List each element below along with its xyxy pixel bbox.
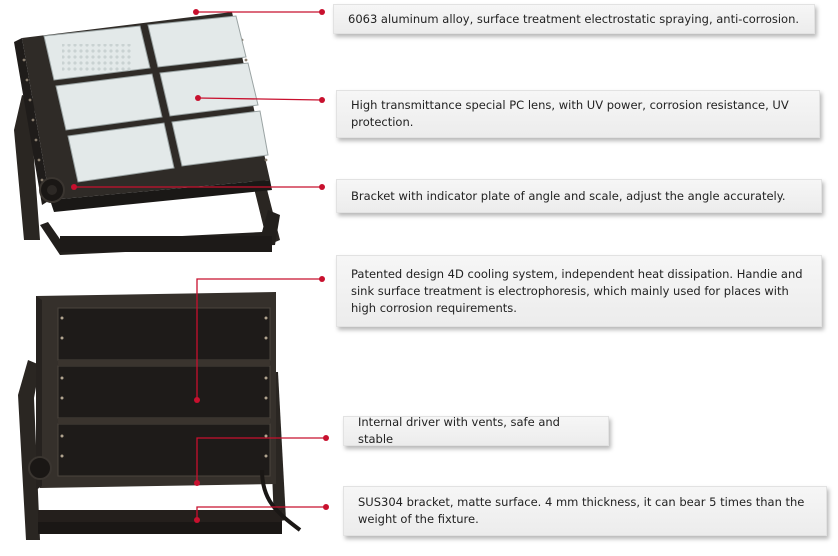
callout-housing: 6063 aluminum alloy, surface treatment e… <box>333 4 815 34</box>
callout-cooling: Patented design 4D cooling system, indep… <box>336 255 822 327</box>
callout-driver-text: Internal driver with vents, safe and sta… <box>358 415 560 446</box>
callout-bracket-angle: Bracket with indicator plate of angle an… <box>336 179 822 213</box>
callout-sus-bracket-text: SUS304 bracket, matte surface. 4 mm thic… <box>358 495 805 526</box>
callout-sus-bracket: SUS304 bracket, matte surface. 4 mm thic… <box>343 486 827 536</box>
callout-cooling-text: Patented design 4D cooling system, indep… <box>351 266 803 315</box>
callout-bracket-angle-text: Bracket with indicator plate of angle an… <box>351 188 786 203</box>
front-fixture-image <box>14 12 280 255</box>
callout-lens-text: High transmittance special PC lens, with… <box>351 98 789 129</box>
rear-fixture-image <box>18 292 302 540</box>
callout-lens: High transmittance special PC lens, with… <box>336 90 820 138</box>
callout-housing-text: 6063 aluminum alloy, surface treatment e… <box>348 11 800 26</box>
leader-dots <box>71 9 329 523</box>
leader-lines <box>74 11 326 520</box>
callout-driver: Internal driver with vents, safe and sta… <box>343 415 609 446</box>
